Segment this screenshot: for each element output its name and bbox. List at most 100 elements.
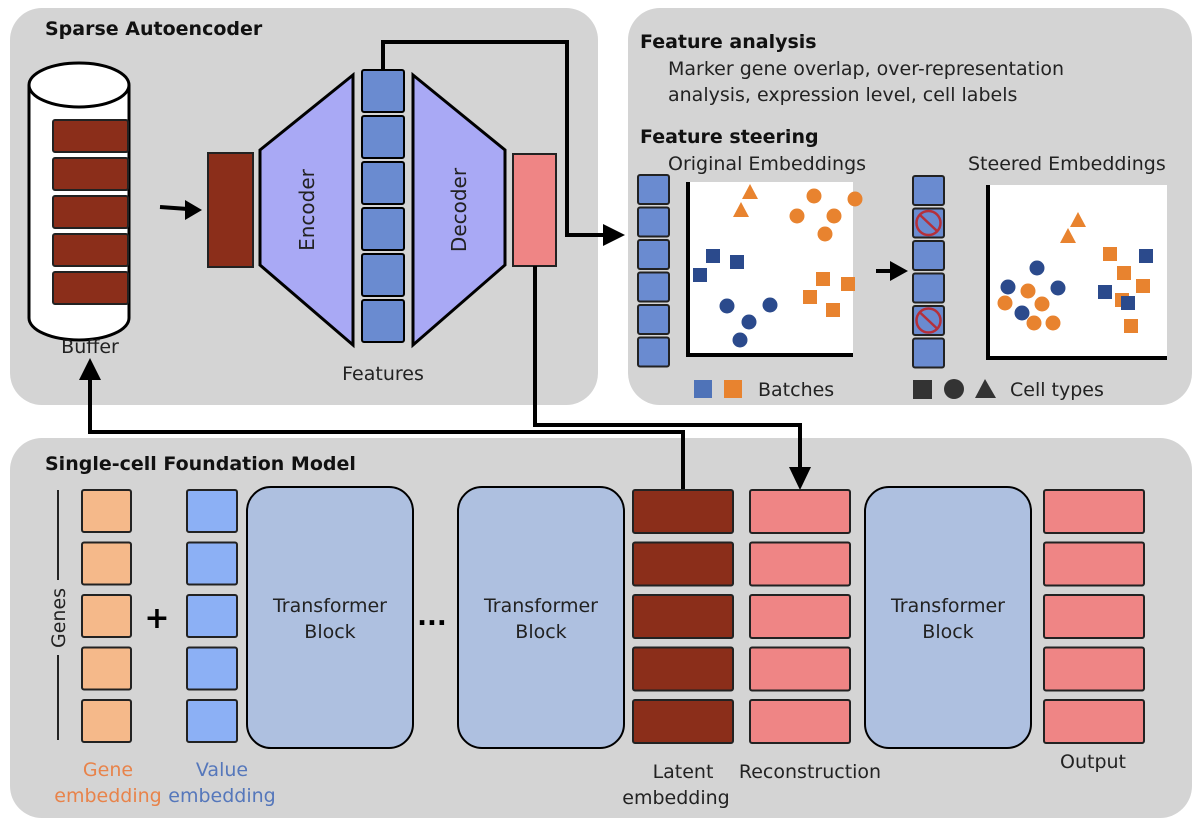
transformer-block-label-2: Block <box>922 621 973 643</box>
value-embedding-cell <box>186 594 238 638</box>
value-embedding-cell <box>186 541 238 586</box>
circle-marker <box>817 226 833 242</box>
reconstruction-cell <box>749 541 851 587</box>
output-column <box>1043 489 1145 744</box>
buffer-cell <box>52 233 129 267</box>
steered-embedding-plot <box>986 185 1167 360</box>
fm-title: Single-cell Foundation Model <box>45 453 356 475</box>
output-cell <box>1043 646 1145 692</box>
legend-triangle-icon <box>975 379 996 398</box>
encoder-label: Encoder <box>295 168 319 251</box>
feature-cell <box>361 161 405 205</box>
feature-cell <box>361 253 405 297</box>
gene-embedding-cell <box>81 541 132 586</box>
circle-marker <box>1000 279 1016 295</box>
circle-marker <box>789 208 805 224</box>
feature-analysis-title: Feature analysis <box>640 31 817 53</box>
legend-batches: Batches <box>758 379 834 401</box>
square-marker <box>1124 319 1138 333</box>
legend-cell-types: Cell types <box>1010 379 1104 401</box>
output-cell <box>1043 594 1145 639</box>
transformer-block-label-2: Block <box>515 621 566 643</box>
plus-sign: + <box>144 601 169 636</box>
feature-cell <box>912 272 945 304</box>
original-embeddings-label: Original Embeddings <box>668 153 866 175</box>
feature-cell <box>637 336 670 368</box>
legend-circle-icon <box>944 379 964 399</box>
square-marker <box>706 249 720 263</box>
gene-embedding-cell <box>81 489 132 533</box>
square-marker <box>730 255 744 269</box>
circle-marker <box>1020 283 1036 299</box>
feature-cell <box>361 115 405 159</box>
genes-label: Genes <box>48 588 70 648</box>
value-embedding-cell <box>186 489 238 533</box>
reconstruction-cell <box>749 594 851 639</box>
latent-embedding-label-1: Latent <box>653 761 714 783</box>
transformer-block <box>457 486 625 749</box>
arrow-steering <box>876 261 908 281</box>
latent-embedding-label-2: embedding <box>622 787 729 809</box>
feature-cell <box>637 206 670 238</box>
feature-cell <box>637 174 670 205</box>
circle-marker <box>732 332 748 348</box>
transformer-block-label-2: Block <box>304 621 355 643</box>
steered-embeddings-label: Steered Embeddings <box>968 153 1166 175</box>
decoder-label: Decoder <box>447 167 471 252</box>
reconstruction-cell <box>749 699 851 744</box>
gene-embedding-cell <box>81 646 132 691</box>
steered-features-column <box>912 175 945 369</box>
latent-embedding-column <box>632 489 734 744</box>
gene-embedding-column <box>81 489 132 743</box>
sae-features-column <box>361 69 405 343</box>
square-marker <box>826 303 840 317</box>
circle-marker <box>806 188 822 204</box>
gene-embedding-cell <box>81 594 132 638</box>
features-label: Features <box>342 363 424 385</box>
output-cell <box>1043 489 1145 534</box>
square-marker <box>816 272 830 286</box>
triangle-marker <box>742 184 758 199</box>
latent-embedding-cell <box>632 489 734 534</box>
buffer-cell <box>52 157 129 191</box>
value-embedding-column <box>186 489 238 743</box>
buffer-cell <box>52 195 129 229</box>
square-marker <box>1121 296 1135 310</box>
sae-input-activation <box>207 152 254 268</box>
circle-marker <box>1045 315 1061 331</box>
circle-marker <box>1029 260 1045 276</box>
circle-marker <box>762 297 778 313</box>
legend-square-icon <box>913 380 932 399</box>
reconstruction-label: Reconstruction <box>739 761 881 783</box>
feature-cell <box>912 240 945 271</box>
gene-embedding-cell <box>81 699 132 743</box>
value-embedding-label-2: embedding <box>168 785 275 807</box>
buffer-cell <box>52 119 129 153</box>
triangle-marker <box>1070 212 1086 227</box>
decoder <box>411 71 507 349</box>
latent-embedding-cell <box>632 541 734 587</box>
feature-analysis-desc-1: Marker gene overlap, over-representation <box>668 58 1064 80</box>
square-marker <box>1136 279 1150 293</box>
feature-cell <box>912 175 945 206</box>
buffer-cylinder <box>27 61 131 342</box>
arrow-features-to-steering <box>381 40 625 246</box>
ban-icon-slash <box>919 311 938 330</box>
value-embedding-cell <box>186 699 238 743</box>
buffer-label: Buffer <box>61 336 119 358</box>
transformer-block <box>246 486 414 749</box>
output-label: Output <box>1060 751 1126 773</box>
transformer-block-label-1: Transformer <box>483 595 598 617</box>
circle-marker <box>997 295 1013 311</box>
feature-cell <box>637 304 670 335</box>
transformer-block-label-1: Transformer <box>272 595 387 617</box>
latent-embedding-cell <box>632 646 734 692</box>
ellipsis: ... <box>417 602 447 632</box>
ban-icon <box>915 209 942 237</box>
feature-steering-title: Feature steering <box>640 126 819 148</box>
square-marker <box>693 268 707 282</box>
square-marker <box>803 290 817 304</box>
ban-icon-slash <box>919 214 938 232</box>
